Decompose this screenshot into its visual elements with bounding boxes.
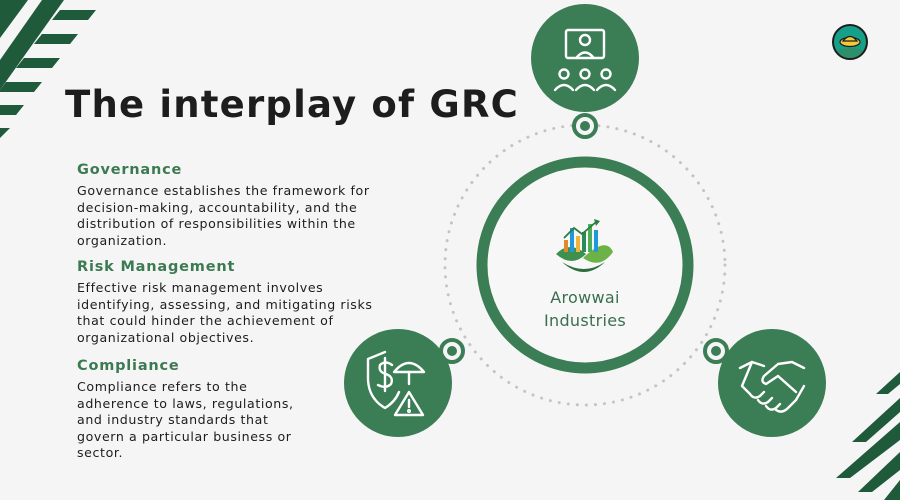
dotted-orbit-ring <box>443 123 727 407</box>
page-title: The interplay of GRC <box>65 83 520 126</box>
governance-heading: Governance <box>77 162 183 178</box>
corner-stripes-top-left <box>0 0 96 138</box>
governance-text: Governance establishes the framework for… <box>77 183 370 248</box>
risk-management-section: Risk Management Effective risk managemen… <box>77 259 397 346</box>
company-name: Arowwai Industries <box>505 286 665 332</box>
risk-shield-umbrella-icon <box>344 329 452 437</box>
center-ring <box>476 156 694 374</box>
company-name-line1: Arowwai <box>550 288 620 307</box>
connector-node-top <box>572 113 598 139</box>
compliance-section: Compliance Compliance refers to the adhe… <box>77 358 307 462</box>
risk-management-heading: Risk Management <box>77 259 236 275</box>
compliance-text: Compliance refers to the adherence to la… <box>77 379 294 461</box>
connector-node-right <box>703 338 729 364</box>
team-meeting-icon <box>531 4 639 112</box>
company-logo-growth-leaf <box>556 219 613 272</box>
corner-stripes-bottom-right <box>836 372 900 500</box>
risk-management-text: Effective risk management involves ident… <box>77 280 373 345</box>
handshake-icon <box>718 329 826 437</box>
governance-section: Governance Governance establishes the fr… <box>77 162 397 249</box>
company-name-line2: Industries <box>544 311 626 330</box>
compliance-heading: Compliance <box>77 358 180 374</box>
brand-badge-icon <box>832 24 868 60</box>
connector-node-left <box>439 338 465 364</box>
